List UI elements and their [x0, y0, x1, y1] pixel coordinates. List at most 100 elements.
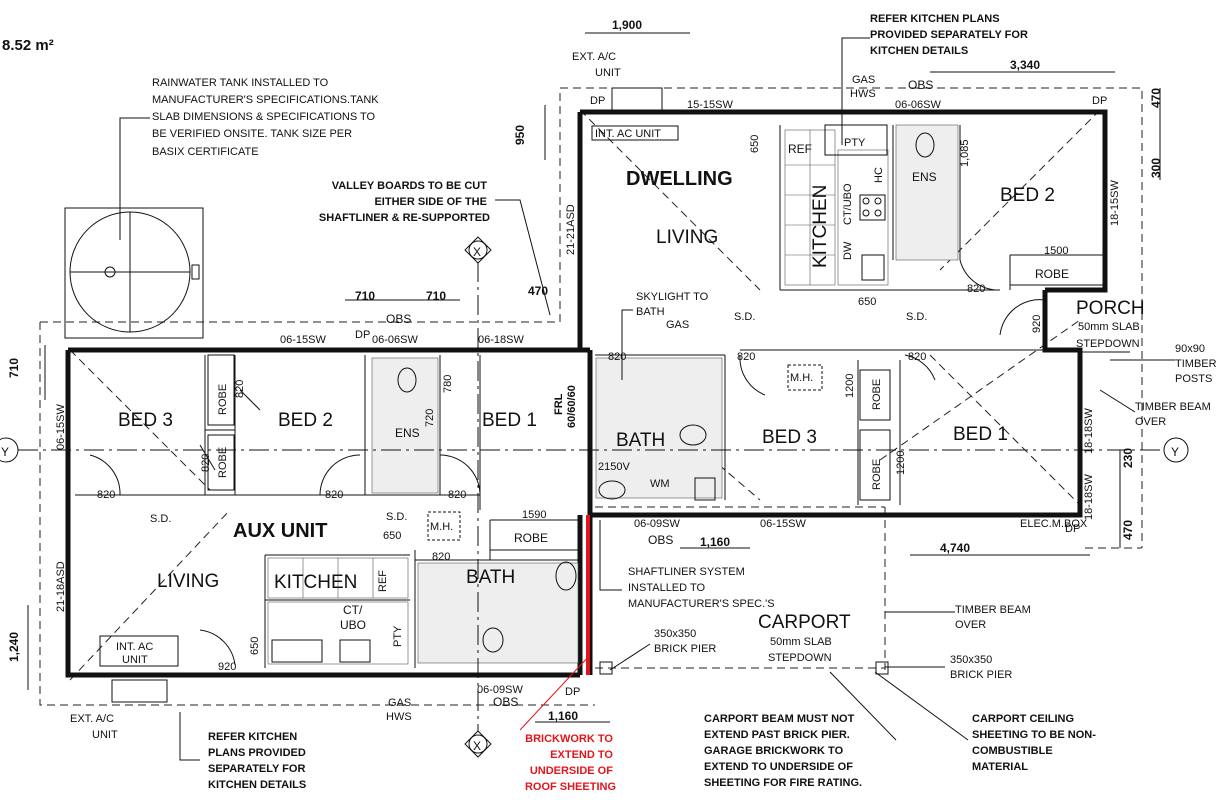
label-ref-dwelling: REF [788, 142, 812, 156]
label-porch-slab-2: STEPDOWN [1076, 338, 1140, 350]
label-elec-box: ELEC.M.BOX [1020, 518, 1088, 530]
label-ext-ac-top-2: UNIT [595, 67, 621, 79]
kitchen-grid-aux [267, 557, 409, 665]
note-skylight: SKYLIGHT TO BATH [636, 291, 711, 318]
label-ct: CT/ [343, 603, 363, 617]
dim-label: 650 [858, 296, 876, 308]
label-int-ac-aux-2: UNIT [122, 654, 148, 666]
note-brickwork: BRICKWORK TO EXTEND TO UNDERSIDE OF ROOF… [525, 733, 616, 793]
label-pty-aux: PTY [392, 625, 404, 647]
dim-label: 820 [737, 351, 755, 363]
label-sd-4: S.D. [906, 311, 927, 323]
window-code: 1500 [1044, 245, 1068, 257]
window-code: 1200 [844, 374, 856, 398]
label-gas-hws-bot-2: HWS [386, 711, 412, 723]
window-code: 06-15SW [280, 334, 326, 346]
window-code: 21-18ASD [55, 561, 67, 612]
cooktop-icon [859, 194, 886, 221]
dim-label: 710 [355, 289, 375, 303]
dim-label: 820 [967, 283, 985, 295]
label-dp-1: DP [590, 95, 605, 107]
svg-text:Y: Y [1171, 445, 1179, 459]
label-porch-slab-1: 50mm SLAB [1078, 321, 1140, 333]
note-timber-beam-carport: TIMBER BEAM OVER [955, 604, 1034, 631]
room-dwelling: DWELLING [626, 168, 733, 190]
dim-label: 650 [383, 530, 401, 542]
note-carport-ceiling: CARPORT CEILING SHEETING TO BE NON- COMB… [972, 713, 1099, 773]
toilet-icon [915, 132, 935, 158]
label-dp-4: DP [1065, 523, 1080, 535]
dim-label: 950 [513, 125, 527, 145]
dim-label: 710 [7, 358, 21, 378]
svg-text:X: X [473, 739, 481, 753]
dim-label: 230 [1121, 448, 1135, 468]
label-ct-ubo: CT/UBO [842, 183, 854, 225]
dim-label: 1,160 [700, 535, 730, 549]
label-carport-slab-2: STEPDOWN [768, 652, 832, 664]
window-code: 21-21ASD [565, 204, 577, 255]
room-bath-aux: BATH [466, 567, 515, 588]
mh-box-dwelling [787, 364, 823, 391]
int-ac-unit-dwelling [591, 125, 679, 141]
dim-label: 300 [1149, 158, 1163, 178]
note-brick-pier-1: 350x350 BRICK PIER [654, 628, 716, 655]
note-carport-beam: CARPORT BEAM MUST NOT EXTEND PAST BRICK … [704, 713, 862, 789]
basin-icon [555, 561, 577, 591]
label-obs-4: OBS [493, 695, 518, 709]
dimension-lines [27, 32, 1161, 723]
label-gas-hws-bot-1: GAS [388, 697, 411, 709]
label-sd-3: S.D. [734, 311, 755, 323]
label-gas-hws-top-1: GAS [852, 74, 875, 86]
label-obs-1: OBS [908, 78, 933, 92]
window-code: 18-18SW [1083, 408, 1095, 454]
label-int-ac-aux-1: INT. AC [116, 641, 153, 653]
toilet-icon [482, 627, 504, 653]
dim-label: 650 [749, 135, 761, 153]
window-code: 2150V [598, 461, 630, 473]
dim-label: 470 [528, 284, 548, 298]
room-bed1-aux: BED 1 [482, 410, 537, 431]
brick-pier [599, 661, 613, 675]
fire-wall-leader [519, 654, 591, 731]
label-dp-2: DP [1092, 95, 1107, 107]
room-porch: PORCH [1076, 298, 1145, 319]
dim-label: 650 [249, 637, 261, 655]
label-pty-dwelling: PTY [844, 137, 866, 149]
label-hc: HC [873, 167, 885, 183]
note-timber-beam-porch: TIMBER BEAM OVER [1135, 401, 1214, 428]
robe-box [207, 434, 235, 491]
note-brick-pier-2: 350x350 BRICK PIER [950, 654, 1012, 681]
dim-label: 820 [200, 454, 212, 472]
label-int-ac-dwelling: INT. AC UNIT [595, 128, 661, 140]
label-frl-value: 60/60/60 [566, 385, 578, 428]
int-ac-unit-aux [99, 635, 179, 667]
window-code: 06-06SW [372, 334, 418, 346]
room-carport: CARPORT [758, 612, 851, 633]
label-frl: FRL [553, 393, 565, 415]
window-code: 1200 [895, 451, 907, 475]
label-ubo: UBO [340, 618, 366, 632]
window-code: 06-18SW [478, 334, 524, 346]
dim-label: 720 [424, 409, 436, 427]
label-robe-b3aux-a: ROBE [217, 384, 229, 415]
room-aux-unit: AUX UNIT [233, 520, 327, 542]
dim-label: 820 [97, 489, 115, 501]
area-label: 8.52 m² [2, 37, 54, 54]
sink-icon [861, 254, 885, 281]
tiled-areas [371, 124, 959, 664]
label-mh-aux: M.H. [430, 521, 453, 533]
label-dp-5: DP [565, 686, 580, 698]
label-gas-hws-top-2: HWS [850, 88, 876, 100]
window-code: 18-18SW [1083, 474, 1095, 520]
room-bed2-aux: BED 2 [278, 410, 333, 431]
robe-box [859, 369, 891, 421]
window-code: 18-15SW [1109, 180, 1121, 226]
label-gas: GAS [666, 319, 689, 331]
basin-icon [598, 480, 626, 500]
room-bed2-dwelling: BED 2 [1000, 185, 1055, 206]
fixtures [271, 132, 935, 663]
label-ext-ac-top-1: EXT. A/C [572, 51, 616, 63]
mh-box-aux [427, 511, 461, 541]
dim-label: 470 [1149, 88, 1163, 108]
dim-label: 820 [908, 351, 926, 363]
